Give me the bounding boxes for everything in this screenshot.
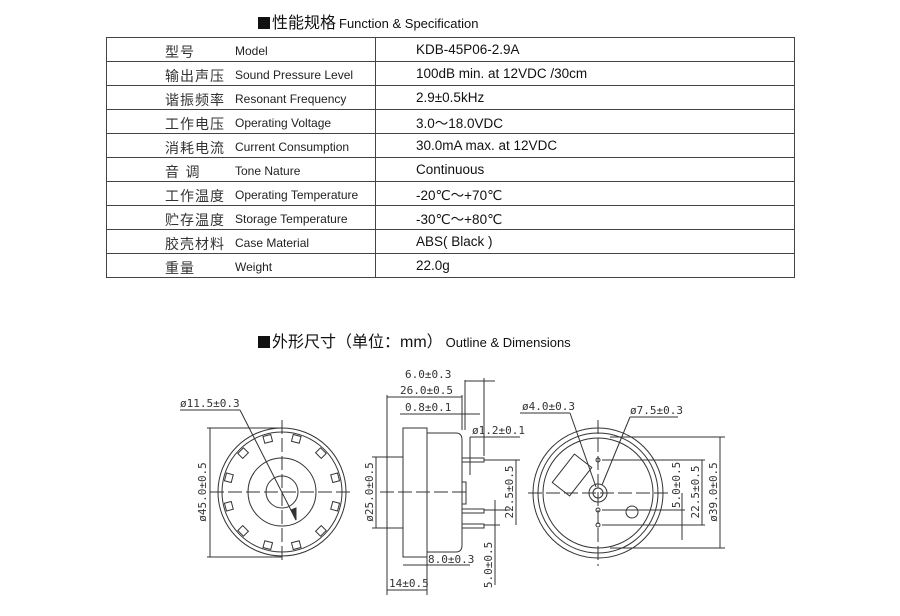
spec-label-cn: 胶壳材料 [165,237,225,253]
spec-label-cell: 重量 Weight [106,253,376,278]
spec-label-cn: 输出声压 [165,69,225,85]
tab-mark [262,540,274,551]
spec-label-cn: 重量 [165,261,195,277]
dim-pin-dia: ø1.2±0.1 [472,424,525,437]
dim-back-ring: ø7.5±0.3 [630,404,683,417]
tab-mark [237,447,250,460]
spec-value: 100dB min. at 12VDC /30cm [375,61,795,86]
side-view: 6.0±0.3 26.0±0.5 0.8±0.1 ø1.2±0.1 ø25.0±… [363,368,525,595]
spec-label-cn: 工作温度 [165,189,225,205]
dim-side-pitch: 22.5±0.5 [503,466,516,519]
spec-row: 胶壳材料 Case Material ABS( Black ) [106,229,795,254]
tab-mark [262,433,274,444]
spec-label-en: Case Material [235,236,310,250]
dim-front-hole: ø11.5±0.3 [180,397,240,410]
spec-label-cell: 型号 Model [106,37,376,62]
spec-label-cn: 工作电压 [165,117,225,133]
spec-label-cell: 贮存温度 Storage Temperature [106,205,376,230]
tab-mark [314,447,327,460]
tab-mark [330,472,341,484]
dim-side-pitch2: 5.0±0.5 [482,542,495,588]
dim-back-pitch2: 5.0±0.5 [670,462,683,508]
spec-label-cell: 音 调 Tone Nature [106,157,376,182]
dim-side-body: 8.0±0.3 [428,553,474,566]
square-bullet-icon [258,17,270,29]
dim-side-front-dia: ø25.0±0.5 [363,462,376,522]
spec-value: -30℃～+80℃ [375,205,795,230]
spec-label-en: Tone Nature [235,164,301,178]
spec-label-en: Storage Temperature [235,212,348,226]
tab-mark [290,433,302,444]
spec-label-cn: 贮存温度 [165,213,225,229]
spec-label-cell: 谐振频率 Resonant Frequency [106,85,376,110]
dim-side-pin-len: 6.0±0.3 [405,368,451,381]
tab-mark [237,524,250,537]
spec-label-en: Sound Pressure Level [235,68,354,82]
dim-side-total: 26.0±0.5 [400,384,453,397]
spec-value: 3.0～18.0VDC [375,109,795,134]
spec-row: 贮存温度 Storage Temperature -30℃～+80℃ [106,205,795,230]
dim-side-depth: 14±0.5 [389,577,429,590]
dim-side-gap: 0.8±0.1 [405,401,451,414]
tab-mark [290,540,302,551]
dim-back-pitch: 22.5±0.5 [689,466,702,519]
tab-mark [330,500,341,512]
spec-label-en: Current Consumption [235,140,350,154]
spec-label-cn: 型号 [165,45,195,61]
spec-label-cell: 输出声压 Sound Pressure Level [106,61,376,86]
spec-label-cn: 谐振频率 [165,93,225,109]
back-view: ø4.0±0.3 ø7.5±0.3 5.0±0.5 22.5±0.5 ø39.0… [520,400,725,566]
dim-back-hole: ø4.0±0.3 [522,400,575,413]
spec-value: 22.0g [375,253,795,278]
dim-front-dia: ø45.0±0.5 [196,462,209,522]
spec-label-en: Resonant Frequency [235,92,347,106]
outline-title: 外形尺寸（单位：mm）Outline & Dimensions [258,328,571,352]
spec-label-cn: 音 调 [165,165,201,181]
spec-label-en: Model [235,44,268,58]
spec-row: 输出声压 Sound Pressure Level 100dB min. at 12… [106,61,795,86]
front-view: ø11.5±0.3 ø45.0±0.5 [180,397,354,564]
spec-label-en: Operating Voltage [235,116,332,130]
spec-value: ABS( Black ) [375,229,795,254]
spec-label-cn: 消耗电流 [165,141,225,157]
spec-label-cell: 工作温度 Operating Temperature [106,181,376,206]
square-bullet-icon [258,336,270,348]
spec-label-en: Weight [235,260,273,274]
tab-mark [314,524,327,537]
dim-back-dia: ø39.0±0.5 [707,462,720,522]
spec-row: 重量 Weight 22.0g [106,253,795,278]
tab-mark [223,500,234,512]
spec-label-en: Operating Temperature [235,188,359,202]
tab-mark [223,472,234,484]
